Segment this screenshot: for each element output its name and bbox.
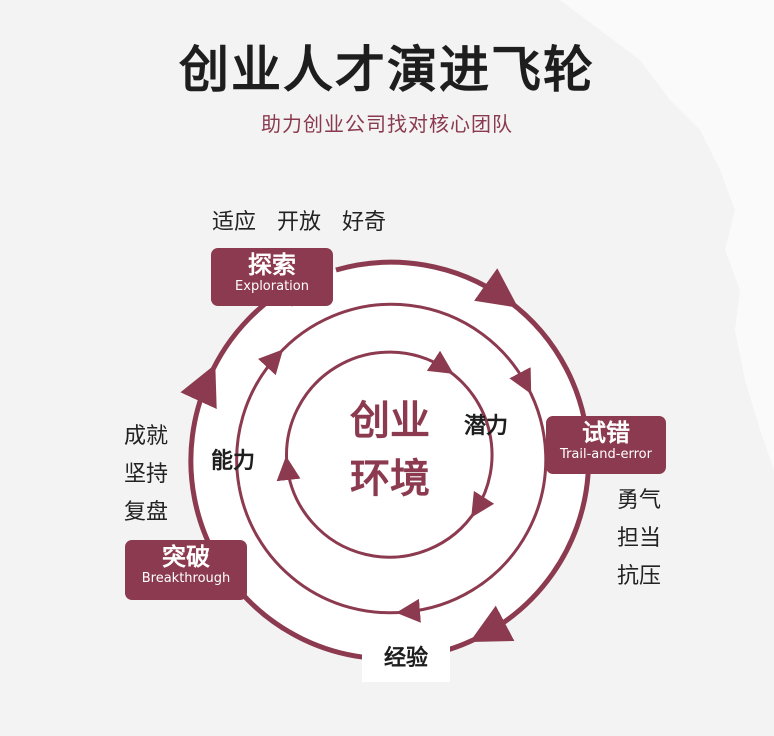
- page-title: 创业人才演进飞轮: [179, 41, 595, 99]
- trait-item: 成就: [124, 424, 169, 449]
- page-subtitle: 助力创业公司找对核心团队: [261, 112, 513, 136]
- stage-tag-title: 试错: [582, 419, 630, 447]
- stage-tag-title: 探索: [248, 251, 296, 279]
- flywheel-disk: [192, 262, 588, 658]
- stage-tag-subtitle: Exploration: [235, 279, 309, 294]
- trait-item: 适应: [212, 210, 257, 235]
- breakthrough-traits: 成就 坚持 复盘: [124, 418, 168, 532]
- stage-tag-exploration: 探索 Exploration: [211, 248, 333, 306]
- trial-traits: 勇气 担当 抗压: [617, 482, 661, 596]
- stage-tag-breakthrough: 突破 Breakthrough: [125, 540, 247, 600]
- trait-item: 担当: [617, 526, 662, 551]
- trait-item: 坚持: [124, 462, 169, 487]
- center-label-line: 环境: [350, 456, 430, 502]
- trait-item: 好奇: [342, 210, 387, 235]
- trait-item: 勇气: [617, 488, 662, 513]
- inner-label-ability: 能力: [211, 449, 256, 474]
- stage-tag-trial: 试错 Trail-and-error: [546, 416, 666, 474]
- inner-ring-arc: [276, 456, 478, 559]
- center-label-line: 创业: [350, 398, 430, 444]
- exploration-traits: 适应 开放 好奇: [212, 204, 386, 236]
- middle-ring-arc: [235, 349, 284, 487]
- middle-ring-arc: [275, 302, 532, 394]
- stage-tag-title: 突破: [162, 543, 210, 571]
- stage-tag-subtitle: Breakthrough: [141, 571, 231, 586]
- stage-label-experience: 经验: [362, 636, 450, 682]
- middle-ring-arc: [396, 385, 548, 623]
- inner-ring-arc: [445, 367, 495, 518]
- trait-item: 复盘: [124, 500, 169, 525]
- stage-tag-subtitle: Trail-and-error: [560, 447, 652, 462]
- trait-item: 抗压: [617, 564, 662, 589]
- inner-label-potential: 潜力: [464, 414, 509, 439]
- center-label: 创业 环境: [340, 392, 440, 508]
- middle-ring-arc: [237, 485, 406, 615]
- outer-ring-arc: [335, 259, 519, 308]
- inner-ring-arc: [285, 350, 454, 466]
- trait-item: 开放: [277, 210, 322, 235]
